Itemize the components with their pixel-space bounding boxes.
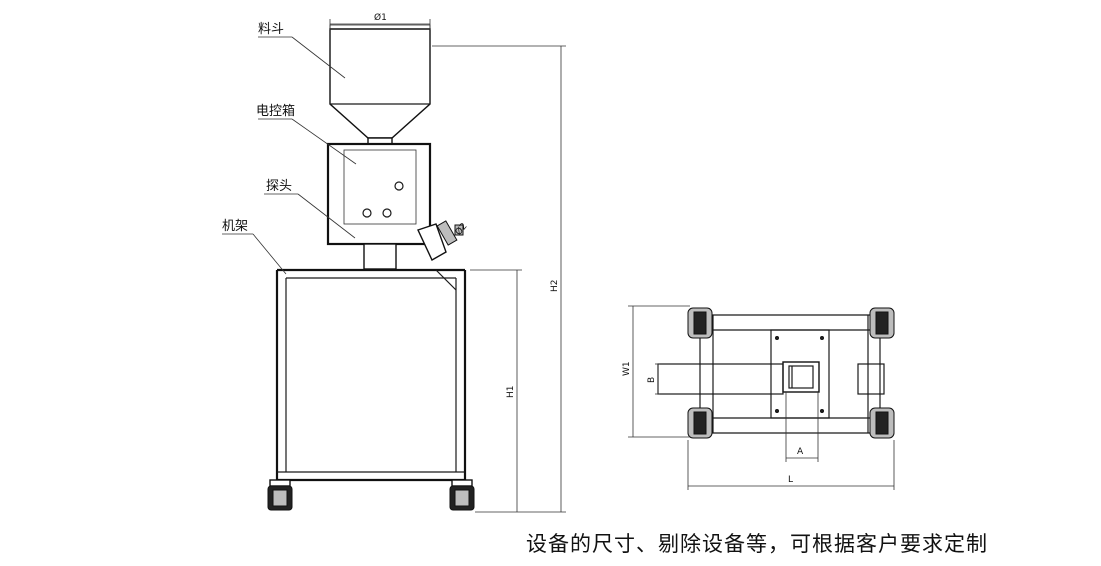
caption: 设备的尺寸、剔除设备等，可根据客户要求定制 [526,532,988,556]
h2-label: H2 [550,280,560,293]
h1-dimension: H1 [470,269,522,513]
control-box-label: 电控箱 [256,103,295,119]
l-label: L [788,475,793,485]
probe-tube: Ø2 [363,220,470,270]
phi1-dimension: Ø1 [329,12,431,30]
b-label: B [647,377,657,383]
front-casters [267,479,475,511]
top-view: W1 B A L [622,305,895,490]
b-dimension: B [647,363,660,395]
hopper [329,24,431,145]
h1-label: H1 [506,386,516,399]
leaders [222,36,357,275]
frame [275,268,467,482]
frame-label: 机架 [222,219,248,234]
w1-label: W1 [622,361,632,376]
w1-dimension: W1 [622,305,690,438]
probe-label: 探头 [266,179,292,194]
h2-dimension: H2 [432,45,566,513]
top-casters [687,307,895,439]
hopper-label: 料斗 [258,22,284,37]
phi1-label: Ø1 [374,12,387,23]
a-dimension: A [785,392,819,462]
a-label: A [797,447,804,457]
front-view: Ø1 Ø2 [222,12,566,513]
l-dimension: L [687,440,895,490]
